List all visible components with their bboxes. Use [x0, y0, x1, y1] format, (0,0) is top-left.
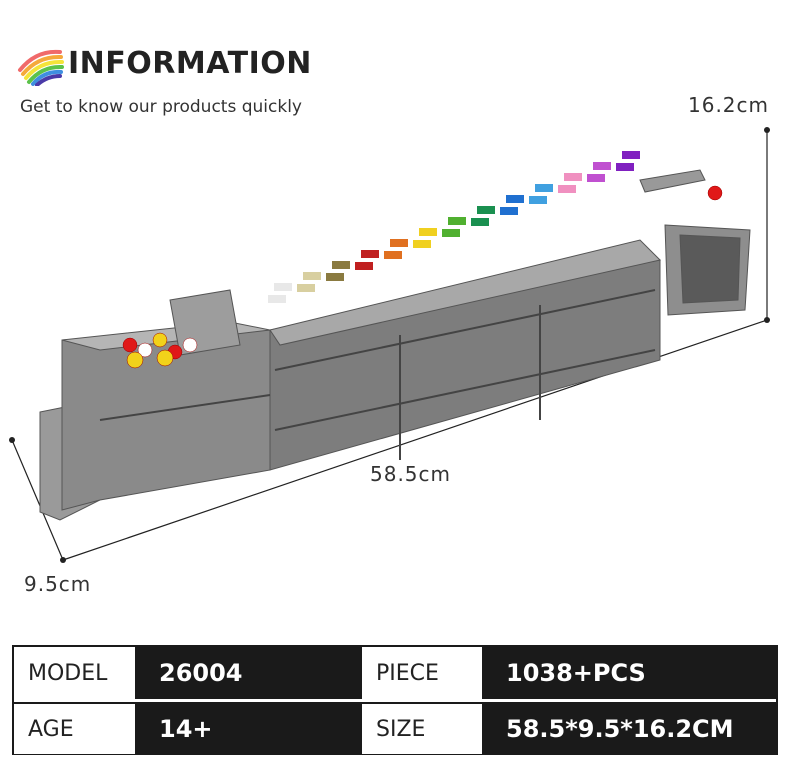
- color-tile: [413, 240, 431, 248]
- color-tile: [593, 162, 611, 170]
- color-tile: [587, 174, 605, 182]
- color-tile: [448, 217, 466, 225]
- piece-label: PIECE: [362, 647, 482, 699]
- size-value: 58.5*9.5*16.2CM: [482, 704, 776, 754]
- spec-row: AGE 14+ SIZE 58.5*9.5*16.2CM: [14, 702, 776, 754]
- age-label: AGE: [14, 704, 135, 754]
- piece-value: 1038+PCS: [482, 647, 776, 699]
- spec-row: MODEL 26004 PIECE 1038+PCS: [14, 647, 776, 699]
- color-tile: [477, 206, 495, 214]
- marble-machine: [39, 169, 751, 521]
- color-tile: [303, 272, 321, 280]
- color-tile: [535, 184, 553, 192]
- height-dimension: 16.2cm: [688, 93, 770, 117]
- color-tiles: [268, 151, 640, 303]
- color-tile: [622, 151, 640, 159]
- size-label: SIZE: [362, 704, 482, 754]
- color-tile: [558, 185, 576, 193]
- color-tile: [361, 250, 379, 258]
- color-tile: [332, 261, 350, 269]
- color-tile: [355, 262, 373, 270]
- width-dimension: 9.5cm: [24, 572, 92, 596]
- color-tile: [564, 173, 582, 181]
- color-tile: [384, 251, 402, 259]
- page-subtitle: Get to know our products quickly: [20, 97, 302, 117]
- rainbow-icon: [18, 49, 64, 86]
- color-tile: [274, 283, 292, 291]
- product-illustration: [9, 127, 770, 563]
- color-tile: [419, 228, 437, 236]
- color-tile: [616, 163, 634, 171]
- length-dimension: 58.5cm: [370, 462, 452, 486]
- page-title: INFORMATION: [68, 46, 312, 81]
- age-value: 14+: [135, 704, 362, 754]
- color-tile: [390, 239, 408, 247]
- model-label: MODEL: [14, 647, 135, 699]
- spec-table: MODEL 26004 PIECE 1038+PCS AGE 14+ SIZE …: [12, 645, 778, 755]
- color-tile: [506, 195, 524, 203]
- model-value: 26004: [135, 647, 362, 699]
- color-tile: [471, 218, 489, 226]
- color-tile: [442, 229, 460, 237]
- color-tile: [268, 295, 286, 303]
- color-tile: [297, 284, 315, 292]
- color-tile: [326, 273, 344, 281]
- color-tile: [529, 196, 547, 204]
- color-tile: [500, 207, 518, 215]
